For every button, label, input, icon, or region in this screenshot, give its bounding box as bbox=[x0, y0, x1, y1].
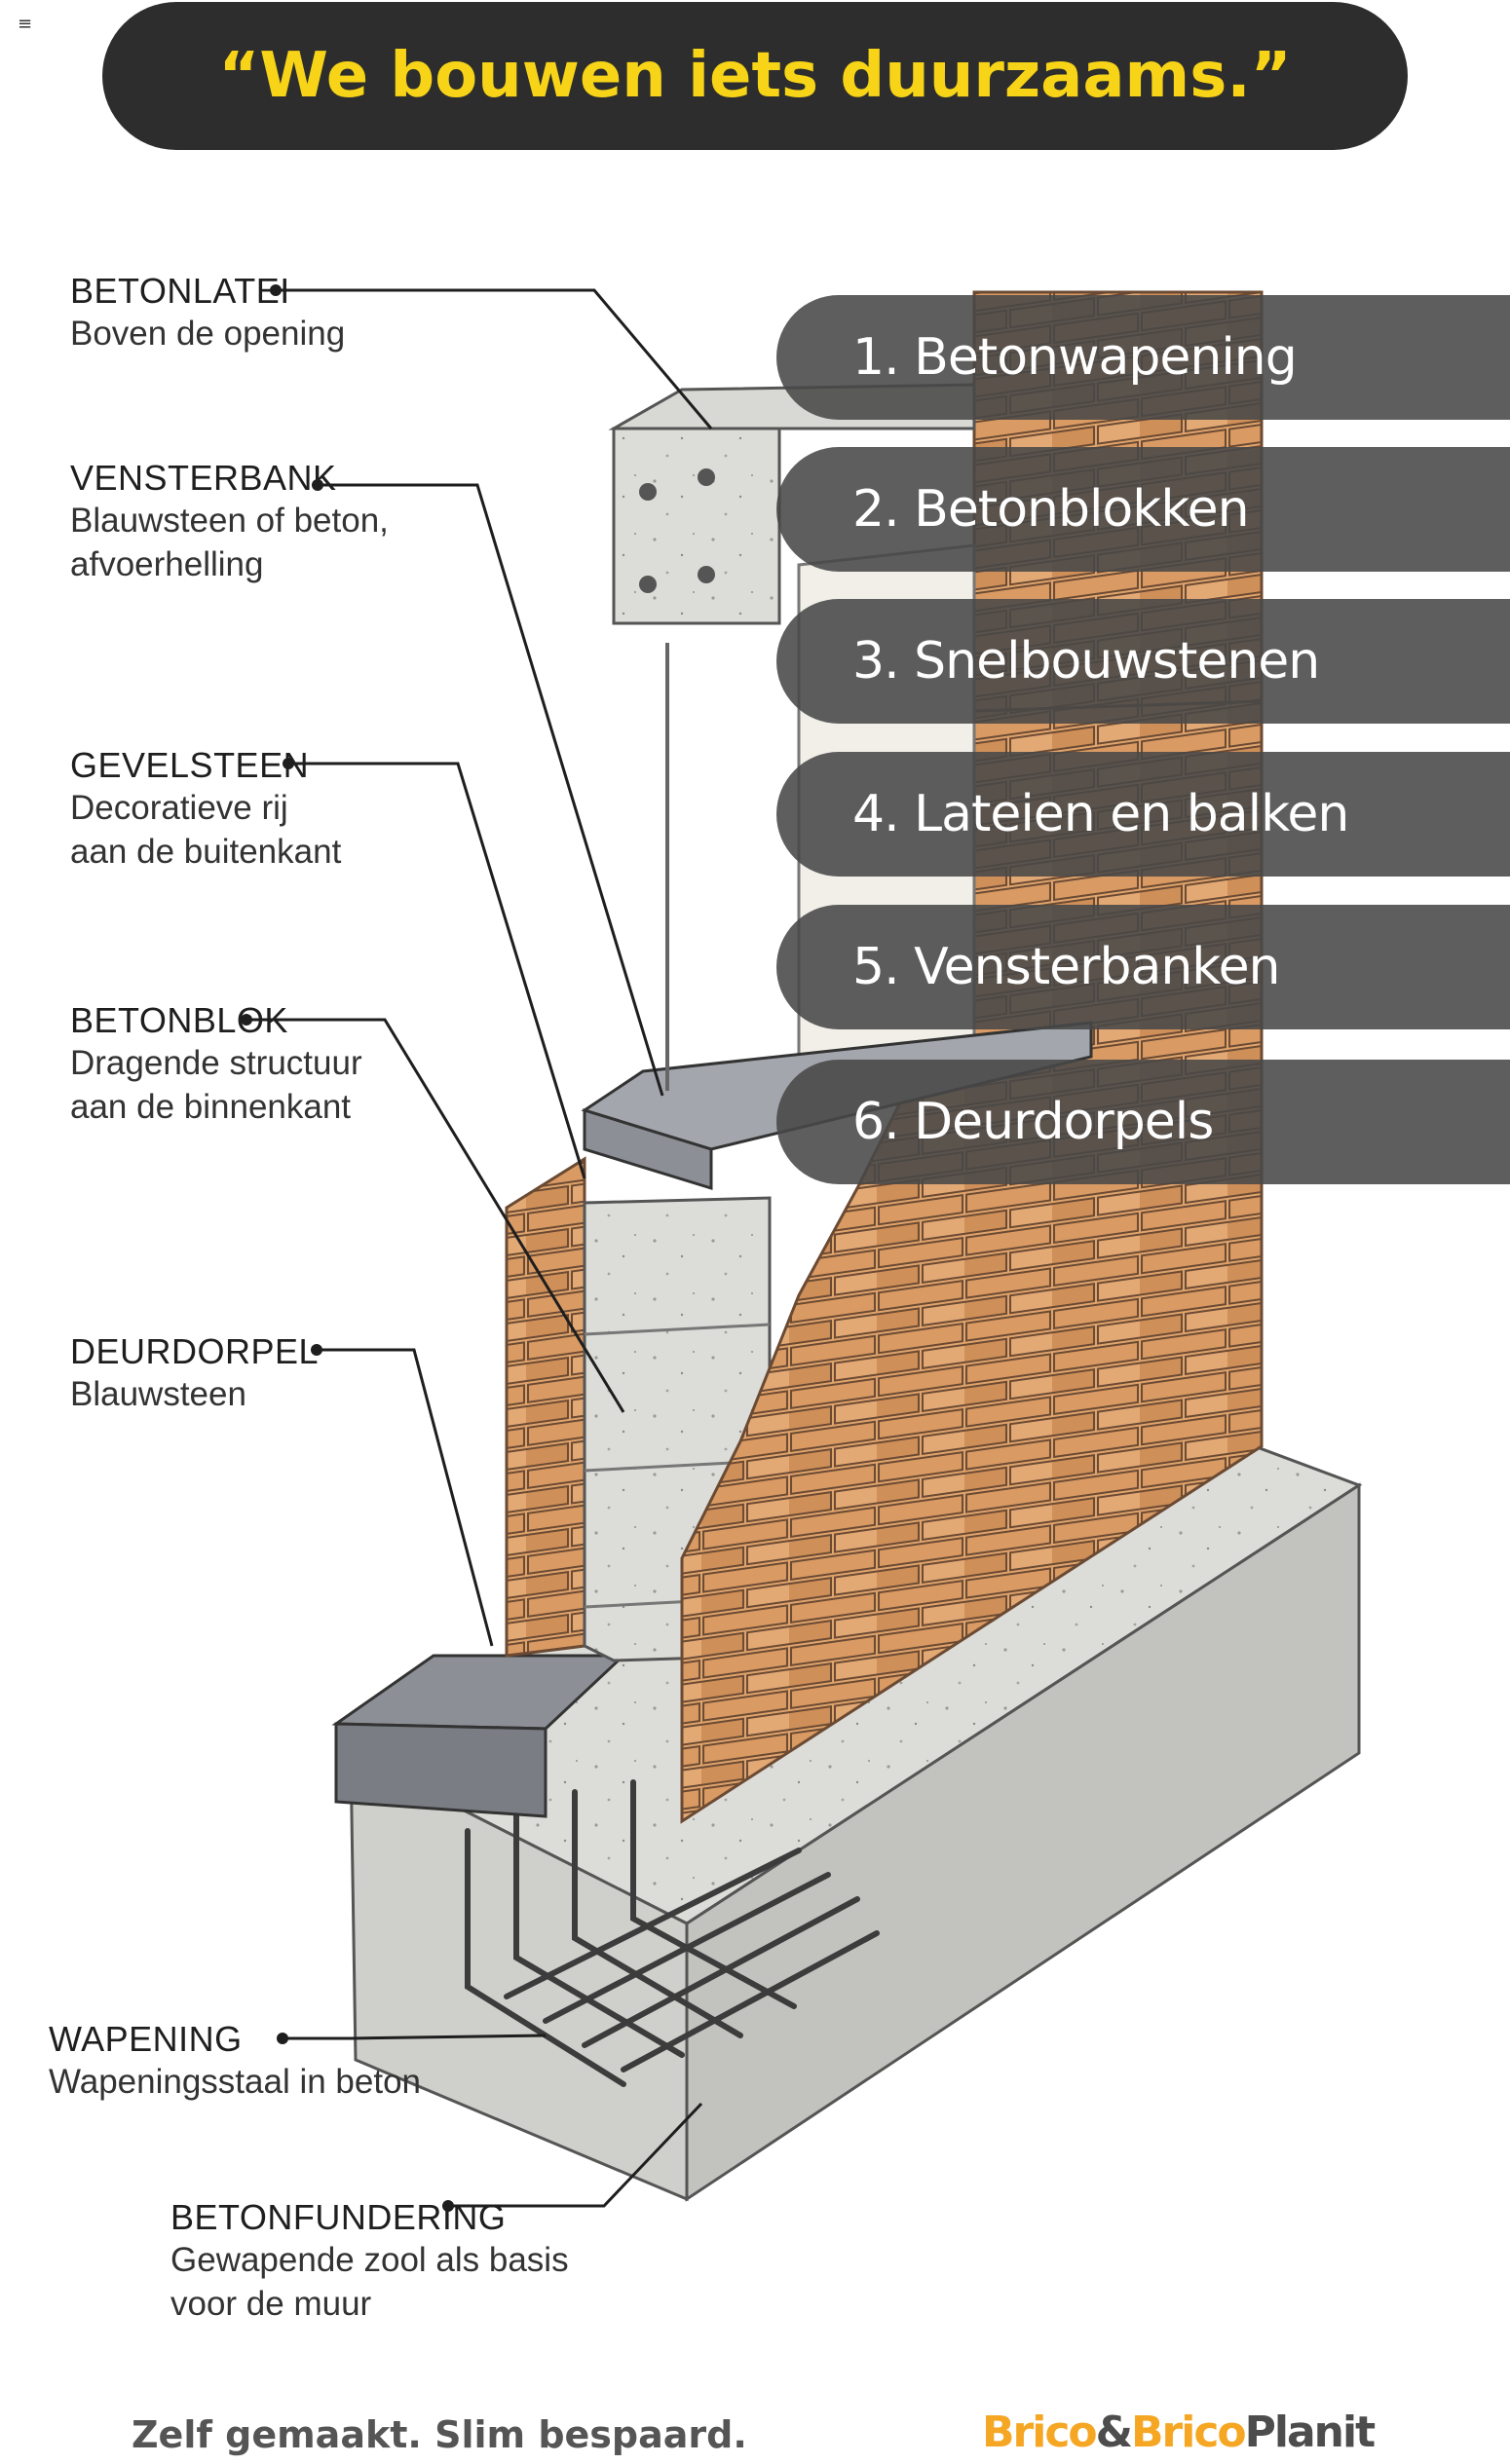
label-title: BETONLATEI bbox=[70, 271, 290, 311]
leader-gevelsteen bbox=[288, 762, 586, 1179]
label-title: GEVELSTEEN bbox=[70, 745, 310, 785]
label-wapening: WAPENING Wapeningsstaal in beton bbox=[49, 2019, 421, 2104]
menu-item-snelbouwstenen[interactable]: 3. Snelbouwstenen bbox=[776, 599, 1510, 724]
label-title: BETONFUNDERING bbox=[170, 2197, 507, 2237]
menu-item-label: 5. Vensterbanken bbox=[852, 938, 1281, 996]
brand-part-3: Planit bbox=[1244, 2408, 1376, 2457]
concrete-lintel-front bbox=[612, 427, 781, 625]
label-subtitle: Gewapende zool als basis voor de muur bbox=[170, 2241, 569, 2323]
brand-logo[interactable]: Brico&BricoPlanit bbox=[982, 2408, 1376, 2457]
rebar-cage bbox=[465, 1779, 880, 2087]
menu-item-betonblokken[interactable]: 2. Betonblokken bbox=[776, 447, 1510, 572]
footer-slogan: Zelf gemaakt. Slim bespaard. bbox=[132, 2413, 747, 2456]
label-betonblok: BETONBLOK Dragende structuur aan de binn… bbox=[70, 1000, 362, 1129]
label-title: BETONBLOK bbox=[70, 1000, 288, 1040]
label-title: DEURDORPEL bbox=[70, 1331, 320, 1371]
label-subtitle: Blauwsteen bbox=[70, 1375, 246, 1413]
label-subtitle: Dragende structuur aan de binnenkant bbox=[70, 1044, 362, 1126]
label-vensterbank: VENSTERBANK Blauwsteen of beton, afvoerh… bbox=[70, 458, 389, 586]
menu-item-label: 1. Betonwapening bbox=[852, 328, 1298, 387]
leader-betonlatei bbox=[276, 288, 713, 429]
label-subtitle: Wapeningsstaal in beton bbox=[49, 2063, 422, 2101]
label-subtitle: Decoratieve rij aan de buitenkant bbox=[70, 789, 342, 871]
menu-item-label: 3. Snelbouwstenen bbox=[852, 632, 1320, 691]
label-betonfundering: BETONFUNDERING Gewapende zool als basis … bbox=[170, 2197, 569, 2326]
label-deurdorpel: DEURDORPEL Blauwsteen bbox=[70, 1331, 319, 1416]
label-title: WAPENING bbox=[49, 2019, 243, 2059]
label-subtitle: Blauwsteen of beton, afvoerhelling bbox=[70, 502, 389, 583]
menu-icon[interactable]: ≡ bbox=[18, 14, 33, 34]
label-title: VENSTERBANK bbox=[70, 458, 337, 498]
menu-item-label: 2. Betonblokken bbox=[852, 480, 1250, 539]
leader-deurdorpel bbox=[317, 1348, 494, 1647]
label-gevelsteen: GEVELSTEEN Decoratieve rij aan de buiten… bbox=[70, 745, 341, 874]
brand-part-1: Brico bbox=[982, 2408, 1098, 2457]
headline-text: “We bouwen iets duurzaams.” bbox=[218, 40, 1292, 112]
menu-item-label: 4. Lateien en balken bbox=[852, 785, 1349, 843]
brand-ampersand: & bbox=[1095, 2408, 1133, 2457]
leader-vensterbank bbox=[318, 483, 664, 1097]
brand-part-2: Brico bbox=[1131, 2408, 1247, 2457]
foundation-side bbox=[685, 1482, 1361, 2202]
door-sill-front bbox=[334, 1722, 547, 1818]
leader-wapening bbox=[283, 2034, 547, 2040]
label-subtitle: Boven de opening bbox=[70, 315, 346, 353]
label-betonlatei: BETONLATEI Boven de opening bbox=[70, 271, 345, 355]
menu-item-deurdorpels[interactable]: 6. Deurdorpels bbox=[776, 1060, 1510, 1184]
menu-item-lateien-en-balken[interactable]: 4. Lateien en balken bbox=[776, 752, 1510, 877]
menu-item-vensterbanken[interactable]: 5. Vensterbanken bbox=[776, 905, 1510, 1029]
menu-item-betonwapening[interactable]: 1. Betonwapening bbox=[776, 295, 1510, 420]
headline-banner: “We bouwen iets duurzaams.” bbox=[102, 2, 1408, 150]
leader-betonfundering bbox=[448, 2102, 703, 2208]
leader-betonblok bbox=[246, 1018, 625, 1413]
menu-item-label: 6. Deurdorpels bbox=[852, 1093, 1214, 1151]
lintel-rebar bbox=[639, 468, 715, 593]
window-sill-front bbox=[583, 1107, 713, 1191]
